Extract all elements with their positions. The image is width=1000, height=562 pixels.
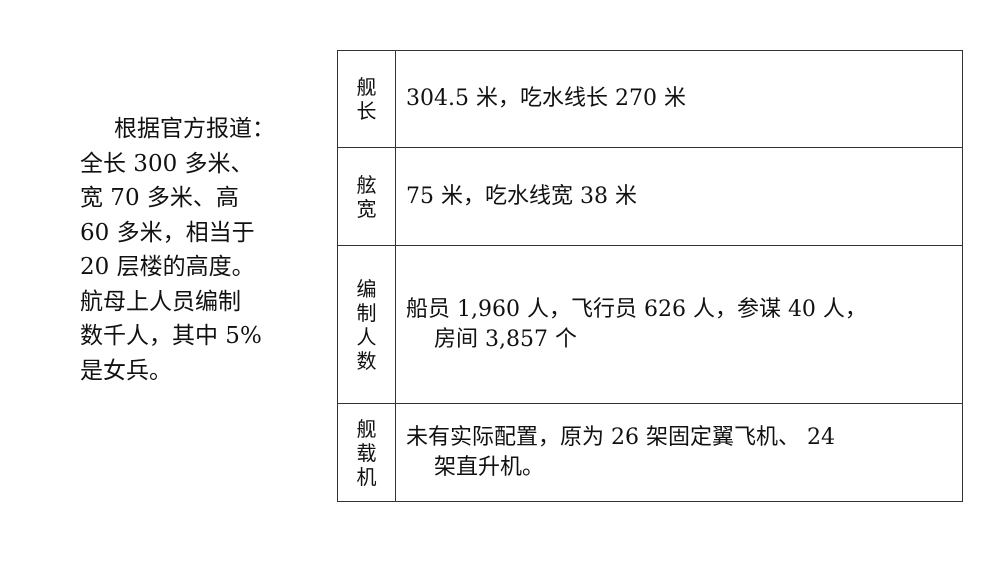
intro-line: 是女兵。 — [80, 357, 172, 384]
table-row-crew: 编 制 人 数 船员 1,960 人，飞行员 626 人，参谋 40 人， 房间… — [337, 245, 963, 404]
spec-table: 舰 长 304.5 米，吃水线长 270 米 舷 宽 75 米，吃水线宽 38 … — [337, 50, 963, 502]
intro-line: 宽 70 多米、高 — [80, 185, 239, 211]
intro-line: 航母上人员编制 — [80, 288, 241, 315]
intro-line: 数千人，其中 5% — [80, 323, 262, 349]
intro-line: 根据官方报道： — [114, 116, 275, 142]
table-row-beam: 舷 宽 75 米，吃水线宽 38 米 — [337, 147, 963, 246]
table-row-length: 舰 长 304.5 米，吃水线长 270 米 — [337, 50, 963, 148]
row-label: 编 制 人 数 — [337, 245, 396, 404]
row-label: 舰 长 — [337, 50, 396, 148]
row-label: 舷 宽 — [337, 147, 396, 246]
table-row-aircraft: 舰 载 机 未有实际配置，原为 26 架固定翼飞机、 24 架直升机。 — [337, 403, 963, 502]
row-value: 船员 1,960 人，飞行员 626 人，参谋 40 人， 房间 3,857 个 — [395, 245, 963, 404]
row-label: 舰 载 机 — [337, 403, 396, 502]
intro-line: 60 多米，相当于 — [80, 219, 255, 246]
intro-line: 全长 300 多米、 — [80, 150, 254, 177]
row-value: 未有实际配置，原为 26 架固定翼飞机、 24 架直升机。 — [395, 403, 963, 502]
row-value: 75 米，吃水线宽 38 米 — [395, 147, 963, 246]
intro-paragraph: 根据官方报道： 全长 300 多米、 宽 70 多米、高 60 多米，相当于 2… — [80, 112, 320, 388]
row-value: 304.5 米，吃水线长 270 米 — [395, 50, 963, 148]
intro-line: 20 层楼的高度。 — [80, 254, 255, 280]
